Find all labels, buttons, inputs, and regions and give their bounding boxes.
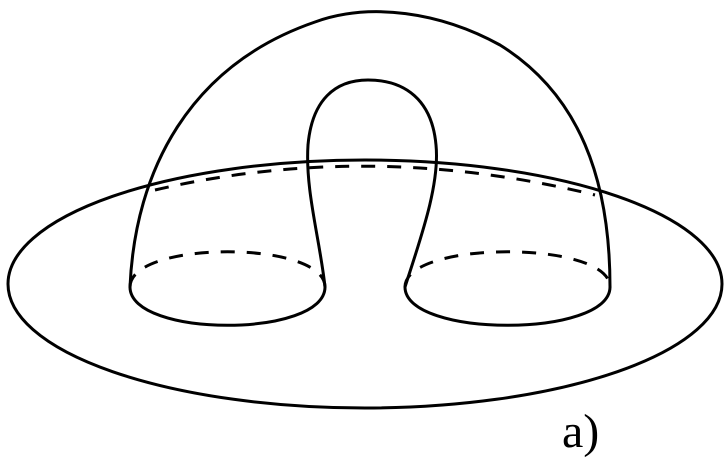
handle-outer-arch <box>130 12 610 287</box>
right-hole-front-arc <box>405 287 610 325</box>
right-hole-back-arc <box>405 252 610 287</box>
left-hole-front-arc <box>130 287 325 325</box>
left-hole-back-arc <box>130 252 325 287</box>
outer-disk <box>8 160 722 408</box>
handle-inner-arch <box>308 80 437 287</box>
panel-label: a) <box>562 404 599 460</box>
